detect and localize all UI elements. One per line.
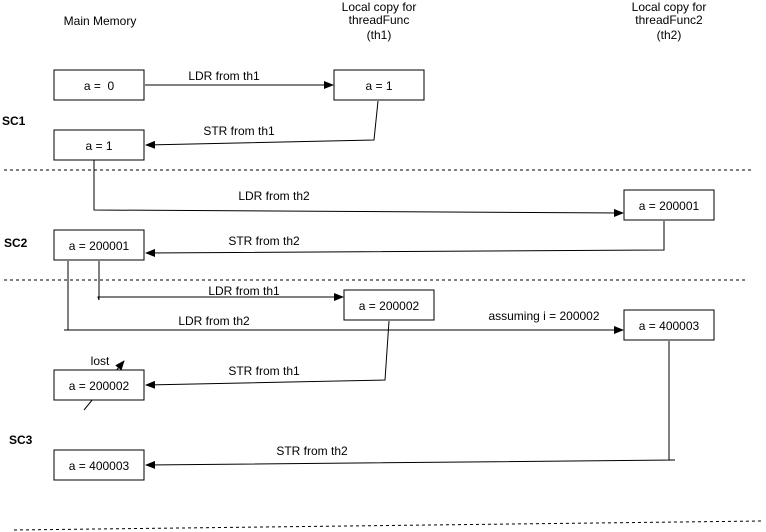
label-ldr-th2-2: LDR from th2 [178,314,250,328]
box-main-memory-4: a = 200002 [53,369,145,401]
header-th2-line2: threadFunc2 [635,13,703,27]
box-main-memory-3-label: a = 200001 [69,239,130,253]
header-th1-line2: threadFunc [349,13,410,27]
box-main-memory-3: a = 200001 [53,229,145,261]
box-th2-1: a = 200001 [623,189,715,221]
header-th1-line1: Local copy for [342,0,417,14]
arrow-ldr-th2-2 [64,261,624,334]
header-main-memory: Main Memory [64,14,137,28]
label-str-th2-1: STR from th2 [228,234,300,248]
box-th1-2-label: a = 200002 [359,299,420,313]
box-th2-2-label: a = 400003 [639,319,700,333]
arrow-str-th2-1 [145,221,665,257]
section-label-sc2: SC2 [4,236,28,250]
label-ldr-th2-1: LDR from th2 [238,189,310,203]
separator-bottom [13,520,763,531]
label-str-th2-2: STR from th2 [276,444,348,458]
label-assuming: assuming i = 200002 [488,309,599,323]
arrow-ldr-th2-1 [93,160,624,217]
box-th1-1: a = 1 [333,69,425,101]
section-label-sc3: SC3 [9,433,33,447]
label-ldr-th1-1: LDR from th1 [188,69,260,83]
box-main-memory-1: a = 0 [53,69,145,101]
box-th2-1-label: a = 200001 [639,199,700,213]
label-str-th1-2: STR from th1 [228,364,300,378]
section-label-sc1: SC1 [2,114,26,128]
header-th2-line1: Local copy for [632,0,707,14]
box-main-memory-1-label: a = 0 [84,79,115,93]
box-main-memory-2-label: a = 1 [85,139,112,153]
box-main-memory-5: a = 400003 [53,449,145,481]
box-main-memory-5-label: a = 400003 [69,459,130,473]
label-ldr-th1-2: LDR from th1 [208,284,280,298]
arrow-str-th1-1 [145,100,379,149]
header-th2-line3: (th2) [657,28,682,42]
box-th1-2: a = 200002 [343,289,435,321]
box-th1-1-label: a = 1 [365,79,392,93]
label-lost: lost [91,354,110,368]
arrow-str-th1-2 [145,320,390,389]
header-th1-line3: (th1) [367,28,392,42]
box-th2-2: a = 400003 [623,309,715,341]
box-main-memory-4-label: a = 200002 [69,379,130,393]
label-str-th1-1: STR from th1 [203,124,275,138]
arrow-str-th2-2 [145,341,676,469]
box-main-memory-2: a = 1 [53,129,145,161]
arrow-ldr-th1-2 [97,261,344,301]
